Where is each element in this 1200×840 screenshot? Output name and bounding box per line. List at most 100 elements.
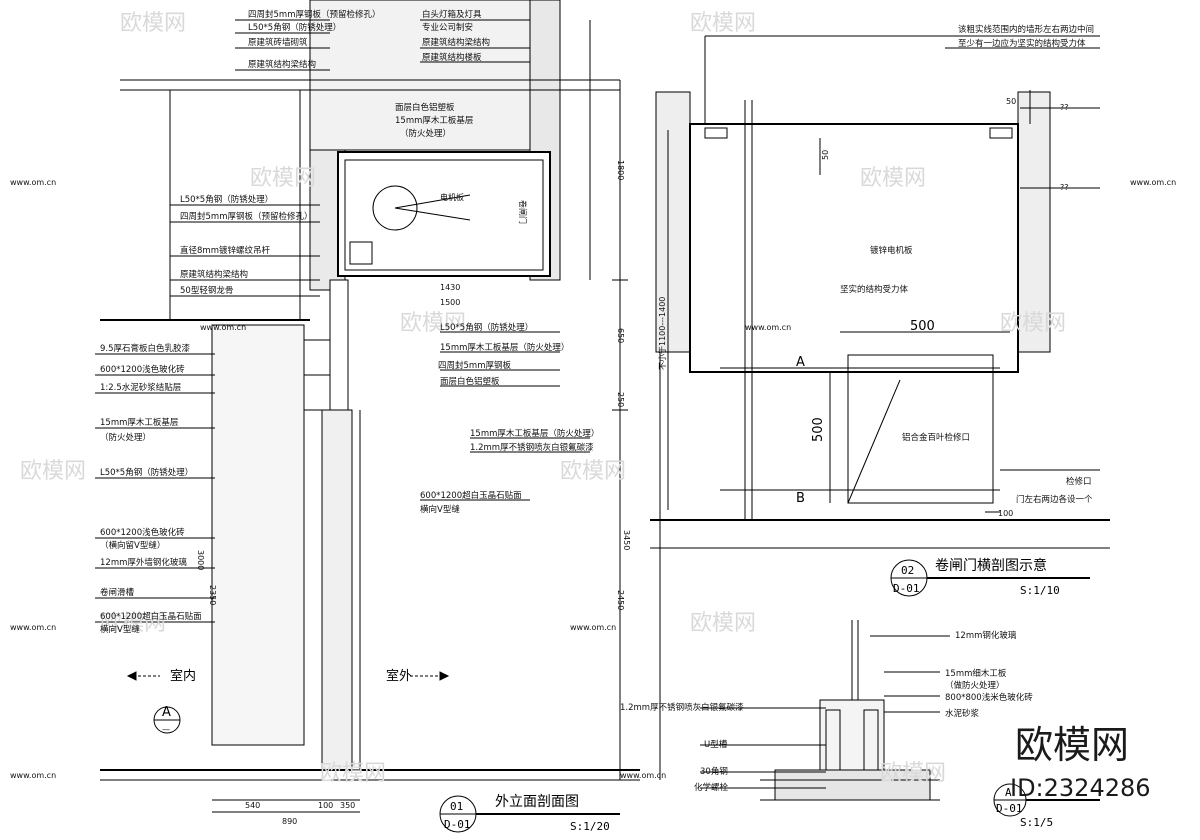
dim: ??	[1060, 183, 1069, 192]
label: 镀锌电机板	[870, 245, 913, 256]
rolling-door-label: 卷闸门	[518, 200, 528, 224]
section-scale: S:1/20	[570, 820, 610, 833]
label: （横向留V型缝）	[100, 540, 165, 551]
indoor-label: 室内	[170, 668, 196, 684]
watermark-logo: 欧模网 ID:2324286	[1010, 723, 1151, 802]
dim-horizontal: 1430	[440, 283, 460, 292]
dim: 不小于1100---1400	[658, 297, 667, 370]
section-sheet: D-01	[893, 582, 920, 595]
watermark-text: 欧模网	[120, 11, 186, 36]
label: 9.5厚石膏板白色乳胶漆	[100, 343, 191, 354]
label: 15mm细木工板	[945, 668, 1007, 679]
label: 15mm厚木工板基层	[100, 417, 178, 428]
watermark-text: 欧模网	[1000, 311, 1066, 336]
watermark-site: www.om.cn	[745, 323, 791, 332]
section-02-labels: 该粗实线范围内的墙形左右两边中间 至少有一边应为坚实的结构受力体 50 ?? ?…	[658, 24, 1094, 518]
label: 800*800浅米色玻化砖	[945, 692, 1033, 703]
detail-sheet: D-01	[996, 802, 1023, 815]
note: 该粗实线范围内的墙形左右两边中间	[958, 24, 1094, 35]
dim: 500	[811, 417, 826, 442]
label: 坚实的结构受力体	[840, 284, 909, 295]
watermark-id-text: ID:2324286	[1010, 774, 1151, 802]
label: 检修口	[1066, 476, 1092, 487]
section-title: 外立面剖面图	[495, 794, 579, 810]
dim-vertical: 2450	[616, 590, 625, 610]
watermark-site: www.om.cn	[200, 323, 246, 332]
label: 12mm钢化玻璃	[955, 630, 1017, 641]
watermark-text: 欧模网	[690, 11, 756, 36]
watermark-logo-text: 欧模网	[1015, 723, 1129, 767]
label: 原建筑结构楼板	[422, 52, 482, 63]
watermark-text: 欧模网	[20, 459, 86, 484]
label: L50*5角钢（防锈处理）	[440, 322, 533, 333]
section-title: 卷闸门横剖图示意	[935, 557, 1047, 574]
label: 50型轻钢龙骨	[180, 285, 233, 296]
label: （防火处理）	[400, 128, 451, 139]
dim: 500	[910, 319, 935, 334]
label: 卷闸滑槽	[100, 587, 135, 598]
section-02-drawing	[650, 35, 1110, 597]
detail-labels: 12mm钢化玻璃 15mm细木工板 （做防火处理） 800*800浅米色玻化砖 …	[620, 630, 1053, 829]
section-sheet: D-01	[444, 818, 471, 831]
watermark-text: 欧模网	[100, 611, 166, 636]
dim-vertical: 250	[616, 392, 625, 407]
watermark-text: 欧模网	[320, 761, 386, 786]
label: （做防火处理）	[945, 680, 1005, 691]
watermark-site: www.om.cn	[620, 771, 666, 780]
label: 1:2.5水泥砂浆结贴层	[100, 382, 181, 393]
note: 至少有一边应为坚实的结构受力体	[958, 38, 1086, 49]
detail-marker: A	[1005, 786, 1012, 799]
dim-horizontal: 1500	[440, 298, 460, 307]
label: 专业公司制安	[422, 22, 473, 33]
detail-drawing	[700, 620, 1100, 817]
label: L50*5角钢（防锈处理）	[100, 467, 193, 478]
watermark-text: 欧模网	[690, 611, 756, 636]
watermark-text: 欧模网	[250, 166, 316, 191]
dim-horizontal: 350	[340, 801, 355, 810]
label: 原建筑结构梁结构	[180, 269, 248, 280]
label: 1.2mm厚不锈钢喷灰白银氟碳漆	[470, 442, 594, 453]
label: 原建筑砖墙砌筑	[248, 37, 308, 48]
dim-horizontal: 890	[282, 817, 297, 826]
dim-horizontal: 100	[318, 801, 333, 810]
dim-vertical: 3450	[622, 530, 631, 550]
dim: 50	[821, 150, 830, 160]
dim-vertical: 3000	[196, 550, 205, 570]
label: 600*1200浅色玻化砖	[100, 364, 185, 375]
section-number: 02	[901, 564, 914, 577]
dim: ??	[1060, 103, 1069, 112]
section-01-title: 01 D-01 外立面剖面图 S:1/20	[444, 794, 610, 833]
watermark-text: 欧模网	[400, 311, 466, 336]
marker-a: A	[796, 355, 805, 370]
label: L50*5角钢（防锈处理）	[180, 194, 273, 205]
label: 白头灯箱及灯具	[422, 9, 482, 20]
section-marker: A	[162, 705, 171, 720]
label: 化学螺栓	[694, 782, 729, 793]
dim-horizontal: 540	[245, 801, 260, 810]
label: 30角钢	[700, 766, 728, 777]
watermark-text: 欧模网	[560, 459, 626, 484]
label: 原建筑结构梁结构	[248, 59, 316, 70]
marker-b: B	[796, 491, 805, 506]
dim: 100	[998, 509, 1013, 518]
watermark-site: www.om.cn	[10, 623, 56, 632]
label: 1.2mm厚不锈钢喷灰白银氟碳漆	[620, 702, 744, 713]
label: 15mm厚木工板基层	[395, 115, 473, 126]
label: 600*1200超白玉晶石贴面	[420, 490, 522, 501]
label: 四周封5mm厚钢板	[438, 360, 511, 371]
label: 四周封5mm厚钢板（预留检修孔）	[180, 211, 312, 222]
label: 600*1200浅色玻化砖	[100, 527, 185, 538]
motor-label: 电机板	[440, 192, 464, 202]
label: 面层白色铝塑板	[440, 376, 500, 387]
watermark-site: www.om.cn	[10, 771, 56, 780]
label: 水泥砂浆	[945, 708, 980, 719]
label: 原建筑结构梁结构	[422, 37, 490, 48]
label: 15mm厚木工板基层（防火处理）	[440, 342, 569, 353]
label: 直径8mm镀锌螺纹吊杆	[180, 245, 270, 256]
section-scale: S:1/10	[1020, 584, 1060, 597]
dim-vertical: 650	[616, 328, 625, 343]
section-marker-sub: —	[162, 725, 170, 734]
label: 600*1200超白玉晶石贴面	[100, 611, 202, 622]
detail-scale: S:1/5	[1020, 816, 1053, 829]
